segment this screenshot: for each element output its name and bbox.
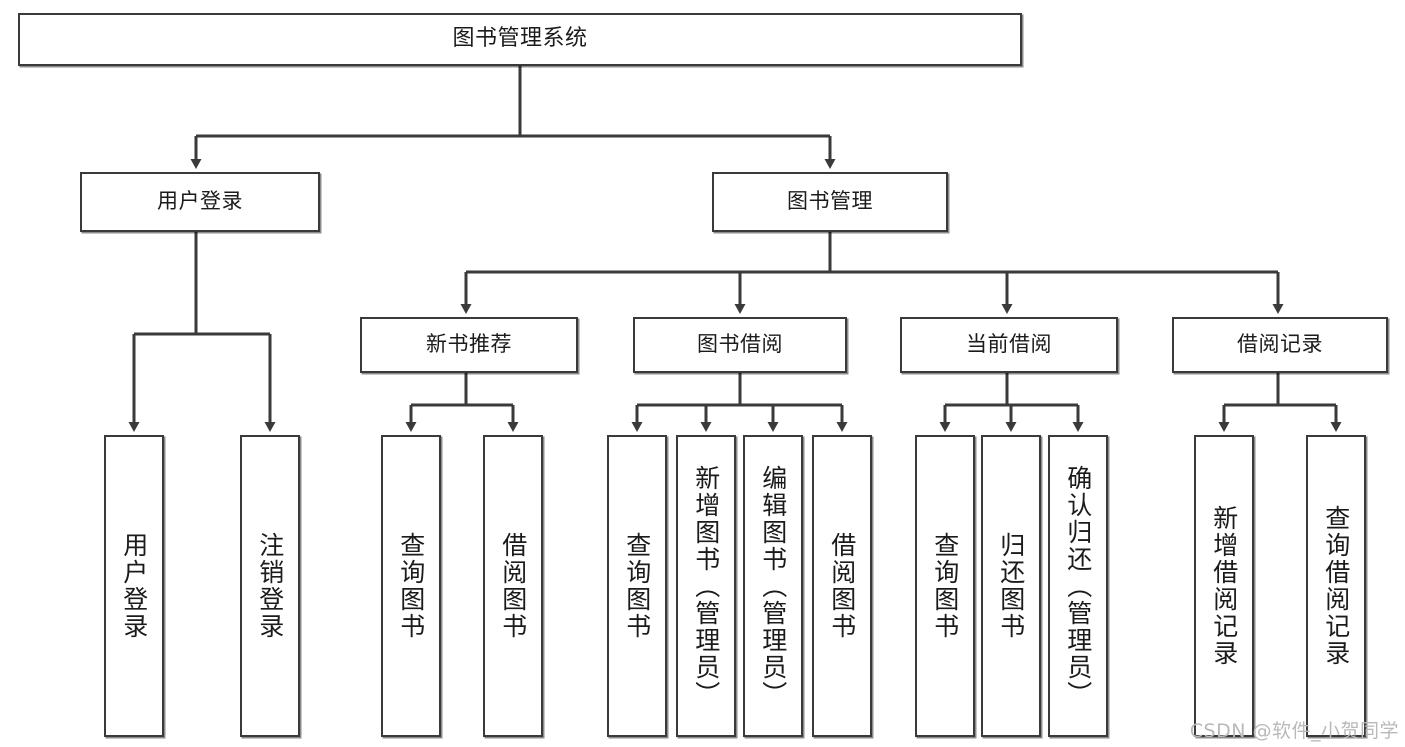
leaf-current-borrow-query-book[interactable]: 查询图书 (915, 435, 975, 737)
node-label: 查询图书 (930, 532, 960, 640)
leaf-user-login-logout[interactable]: 注销登录 (240, 435, 300, 737)
node-label: 查询借阅记录 (1321, 505, 1351, 667)
node-label: 当前借阅 (966, 332, 1052, 357)
leaf-book-borrow-edit-book-admin[interactable]: 编辑图书（管理员） (743, 435, 803, 737)
leaf-book-borrow-query-book[interactable]: 查询图书 (607, 435, 667, 737)
watermark: CSDN @软件_小贺同学 (1189, 720, 1399, 742)
node-label: 查询图书 (396, 532, 426, 640)
node-label: 借阅图书 (498, 532, 528, 640)
leaf-new-book-borrow-book[interactable]: 借阅图书 (483, 435, 543, 737)
node-root-book-management-system[interactable]: 图书管理系统 (18, 13, 1022, 66)
node-label: 新增图书（管理员） (691, 464, 721, 708)
node-label: 借阅记录 (1237, 332, 1323, 357)
node-borrow-record[interactable]: 借阅记录 (1172, 317, 1388, 373)
node-label: 查询图书 (622, 532, 652, 640)
leaf-borrow-record-add-record[interactable]: 新增借阅记录 (1194, 435, 1254, 737)
node-label: 用户登录 (119, 532, 149, 640)
node-current-borrow[interactable]: 当前借阅 (900, 317, 1118, 373)
node-label: 用户登录 (157, 189, 243, 214)
leaf-user-login-login[interactable]: 用户登录 (104, 435, 164, 737)
leaf-book-borrow-add-book-admin[interactable]: 新增图书（管理员） (676, 435, 736, 737)
node-book-management[interactable]: 图书管理 (712, 172, 948, 232)
node-label: 归还图书 (996, 532, 1026, 640)
node-label: 注销登录 (255, 532, 285, 640)
node-label: 新增借阅记录 (1209, 505, 1239, 667)
leaf-current-borrow-confirm-return-admin[interactable]: 确认归还（管理员） (1048, 435, 1108, 737)
node-label: 确认归还（管理员） (1063, 464, 1093, 708)
leaf-book-borrow-borrow-book[interactable]: 借阅图书 (812, 435, 872, 737)
node-label: 图书借阅 (697, 332, 783, 357)
leaf-borrow-record-query-record[interactable]: 查询借阅记录 (1306, 435, 1366, 737)
node-label: 新书推荐 (426, 332, 512, 357)
node-label: 图书管理 (787, 189, 873, 214)
node-book-borrow[interactable]: 图书借阅 (633, 317, 847, 373)
node-label: 图书管理系统 (452, 26, 588, 52)
node-label: 借阅图书 (827, 532, 857, 640)
node-label: 编辑图书（管理员） (758, 464, 788, 708)
node-user-login[interactable]: 用户登录 (80, 172, 320, 232)
leaf-new-book-query-book[interactable]: 查询图书 (381, 435, 441, 737)
node-new-book-recommend[interactable]: 新书推荐 (360, 317, 578, 373)
leaf-current-borrow-return-book[interactable]: 归还图书 (981, 435, 1041, 737)
